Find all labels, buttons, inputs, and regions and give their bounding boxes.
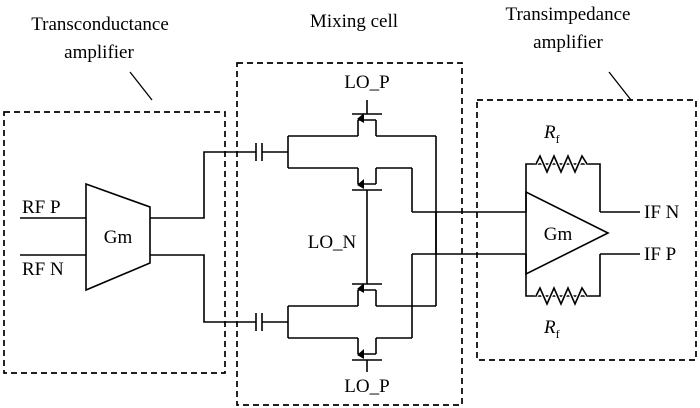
transimpedance-title-line2: amplifier bbox=[533, 32, 603, 53]
transconductance-block bbox=[3, 111, 226, 374]
transistor-m2 bbox=[352, 167, 412, 191]
input-gm-label: Gm bbox=[104, 227, 133, 248]
mixing-cell-block bbox=[236, 62, 463, 406]
transistor-m3 bbox=[352, 283, 436, 307]
transimpedance-leader bbox=[608, 71, 632, 101]
m2-arrow bbox=[357, 179, 364, 189]
rf-n-label: RF N bbox=[22, 259, 64, 280]
m3-arrow bbox=[357, 283, 364, 293]
output-gm-label: Gm bbox=[544, 224, 573, 245]
feedback-resistor-bottom-zigzag bbox=[535, 286, 588, 306]
rf-bottom-label: Rf bbox=[543, 317, 560, 341]
lo-p-top-label: LO_P bbox=[344, 72, 389, 93]
if-n-label: IF N bbox=[644, 202, 680, 223]
coupling-capacitor-top bbox=[255, 143, 288, 161]
gm-output-wire-top bbox=[150, 151, 256, 219]
mixing-cell-title: Mixing cell bbox=[310, 11, 398, 32]
feedback-resistor-top-zigzag bbox=[535, 154, 588, 174]
transconductance-title-line1: Transconductance bbox=[31, 14, 169, 35]
transconductance-leader bbox=[129, 71, 153, 101]
if-p-label: IF P bbox=[644, 244, 676, 265]
rf-top-label: Rf bbox=[543, 122, 560, 146]
m4-arrow bbox=[357, 349, 364, 359]
input-gm-amplifier bbox=[85, 182, 151, 292]
m1-arrow bbox=[357, 113, 364, 123]
transimpedance-title-line1: Transimpedance bbox=[506, 4, 631, 25]
lo-p-bottom-label: LO_P bbox=[344, 376, 389, 397]
transconductance-title-line2: amplifier bbox=[64, 42, 134, 63]
coupling-capacitor-bottom bbox=[255, 313, 288, 331]
rf-p-label: RF P bbox=[22, 197, 61, 218]
output-gm-amplifier bbox=[525, 190, 610, 276]
lo-n-label: LO_N bbox=[308, 232, 357, 253]
gm-output-wire-bottom bbox=[150, 254, 256, 323]
transistor-m4 bbox=[352, 337, 412, 372]
transimpedance-block bbox=[476, 99, 697, 361]
transistor-m1 bbox=[352, 100, 436, 137]
